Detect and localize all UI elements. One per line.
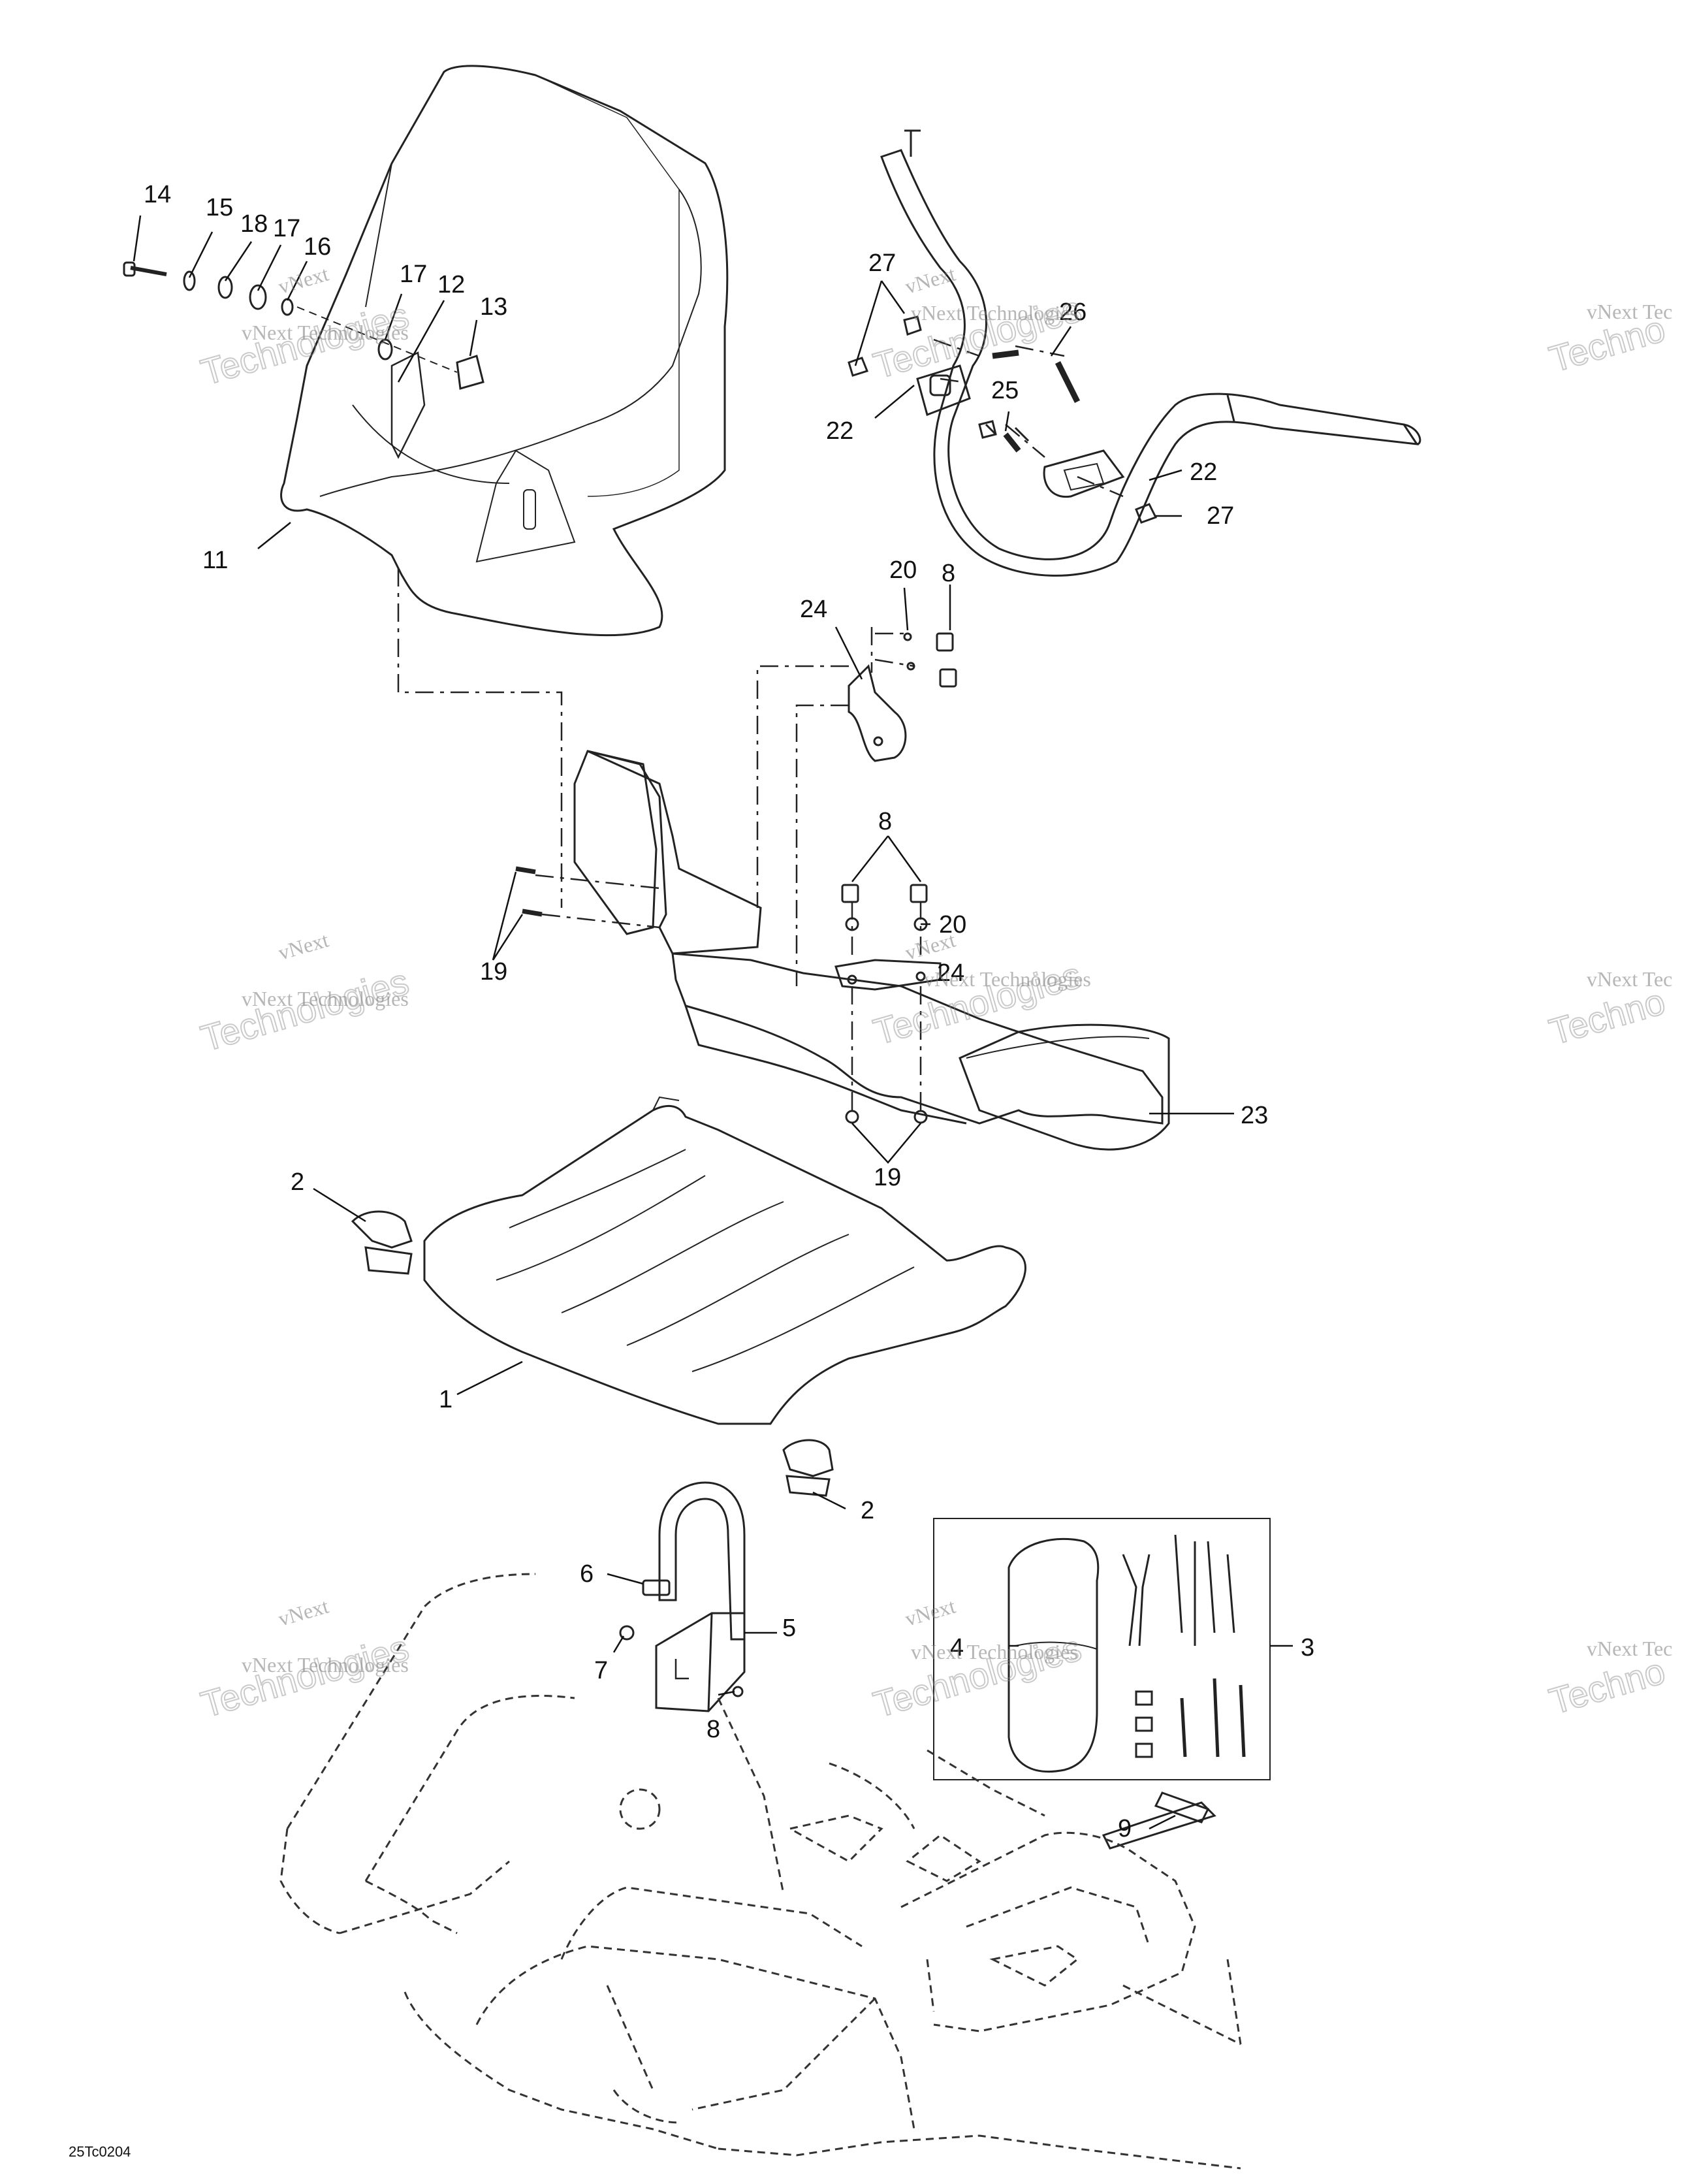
watermark-layer: vNext vNext Technologies Technologies vN… xyxy=(196,262,1672,1726)
callout-6: 6 xyxy=(580,1560,594,1588)
callout-22-right: 22 xyxy=(1190,458,1217,486)
callout-20-middle: 20 xyxy=(939,911,966,939)
assembly-leader-lines xyxy=(397,338,1124,1110)
watermark-label: vNext Technologies xyxy=(924,967,1091,991)
watermark-label: vNext Tec xyxy=(1587,300,1672,323)
vehicle-frame-outline xyxy=(279,1573,1242,2170)
callout-13: 13 xyxy=(480,293,507,321)
callout-2-top: 2 xyxy=(291,1168,304,1196)
callout-24-middle: 24 xyxy=(937,959,964,987)
callout-12: 12 xyxy=(437,271,465,298)
callout-22-left: 22 xyxy=(826,417,853,445)
watermark-brand: vNext xyxy=(902,1594,958,1631)
callout-leaders xyxy=(133,215,1293,1830)
callout-27-top: 27 xyxy=(868,249,896,277)
callout-20-top: 20 xyxy=(889,556,917,584)
callout-8-bottom: 8 xyxy=(706,1716,720,1743)
seat-cover-part xyxy=(423,1096,1026,1425)
fairing-part xyxy=(515,750,1170,1151)
callout-18: 18 xyxy=(240,210,268,238)
callout-2-bottom: 2 xyxy=(861,1497,874,1524)
watermark-word: Techno xyxy=(1545,1650,1670,1722)
callout-16: 16 xyxy=(304,233,331,261)
callout-24-top: 24 xyxy=(800,596,827,623)
watermark-brand: vNext xyxy=(276,262,331,298)
watermark-label: vNext Technologies xyxy=(911,301,1078,325)
watermark-label: vNext Technologies xyxy=(242,987,409,1010)
watermark-brand: vNext xyxy=(276,928,331,965)
upper-bracket-part xyxy=(848,632,957,762)
callout-8-middle: 8 xyxy=(878,808,892,835)
seat-clip-parts xyxy=(351,1210,834,1497)
callout-3: 3 xyxy=(1301,1634,1314,1662)
callout-27-right: 27 xyxy=(1207,502,1234,530)
strap-holder-parts xyxy=(619,1481,746,1712)
callout-7: 7 xyxy=(594,1657,608,1684)
watermark-label: vNext Technologies xyxy=(242,1653,409,1677)
callout-17-right: 17 xyxy=(400,261,427,288)
callout-9: 9 xyxy=(1118,1815,1132,1842)
callout-8-top: 8 xyxy=(942,560,955,587)
callout-14: 14 xyxy=(144,181,171,208)
watermark-brand: vNext xyxy=(902,262,958,298)
watermark-label: vNext Technologies xyxy=(911,1640,1078,1663)
watermark-brand: vNext xyxy=(276,1594,331,1631)
callout-23: 23 xyxy=(1241,1102,1268,1129)
watermark-label: vNext Tec xyxy=(1587,967,1672,991)
callout-11: 11 xyxy=(202,547,228,574)
callout-15: 15 xyxy=(206,194,233,221)
watermark-label: vNext Technologies xyxy=(242,321,409,344)
callout-19-left: 19 xyxy=(480,958,507,986)
watermark-label: vNext Tec xyxy=(1587,1637,1672,1660)
watermark-word: Techno xyxy=(1545,980,1670,1052)
callout-4: 4 xyxy=(950,1634,964,1662)
callout-26: 26 xyxy=(1059,298,1087,326)
callout-5: 5 xyxy=(782,1614,796,1642)
callout-1: 1 xyxy=(439,1386,452,1413)
callout-numbers: 11 14 15 18 17 16 17 12 13 27 26 25 22 2… xyxy=(144,181,1314,1842)
handlebar-part xyxy=(848,129,1421,577)
figure-code: 25Tc0204 xyxy=(69,2144,131,2160)
callout-25: 25 xyxy=(991,377,1019,404)
callout-17-left: 17 xyxy=(273,215,300,242)
callout-19-bottom: 19 xyxy=(874,1164,901,1191)
windshield-hardware xyxy=(123,261,484,390)
windshield-part xyxy=(280,65,729,637)
tool-kit-part xyxy=(933,1518,1271,1850)
